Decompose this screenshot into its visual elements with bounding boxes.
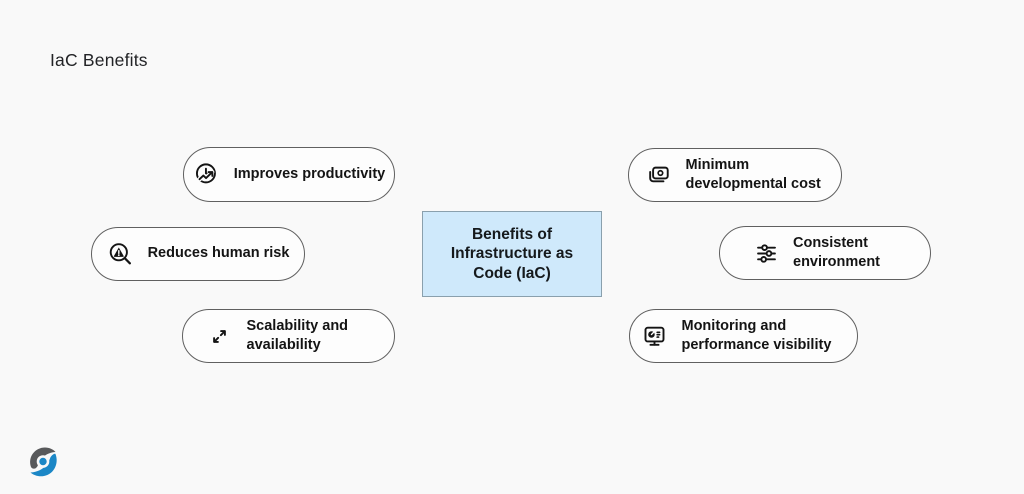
risk-magnifier-icon <box>107 240 135 268</box>
central-node-line: Code (IaC) <box>473 264 551 282</box>
cash-icon <box>645 161 673 189</box>
benefit-scalability-availability: Scalability and availability <box>182 309 395 363</box>
benefit-monitoring-performance-visibility: Monitoring and performance visibility <box>629 309 858 363</box>
benefit-label: Improves productivity <box>233 165 386 182</box>
sliders-icon <box>752 239 780 267</box>
benefit-improves-productivity: Improves productivity <box>183 147 395 202</box>
benefit-minimum-developmental-cost: Minimum developmental cost <box>628 148 842 202</box>
benefit-label: Reduces human risk <box>147 245 290 262</box>
central-node-line: Benefits of <box>471 225 553 243</box>
page-title: IaC Benefits <box>50 50 148 70</box>
monitor-chart-icon <box>641 322 669 350</box>
benefit-reduces-human-risk: Reduces human risk <box>91 227 305 281</box>
expand-arrows-icon <box>206 322 234 350</box>
clock-trend-icon <box>193 161 221 189</box>
benefit-label: Monitoring and performance visibility <box>681 317 832 353</box>
benefit-label: Consistent environment <box>793 234 881 270</box>
central-node-line: Infrastructure as <box>450 245 574 263</box>
central-node-benefits-of-iac: Benefits of Infrastructure as Code (IaC) <box>422 211 602 297</box>
benefit-label: Minimum developmental cost <box>685 156 821 192</box>
benefit-consistent-environment: Consistent environment <box>719 226 931 280</box>
brand-logo <box>26 443 60 481</box>
benefit-label: Scalability and availability <box>246 317 349 353</box>
